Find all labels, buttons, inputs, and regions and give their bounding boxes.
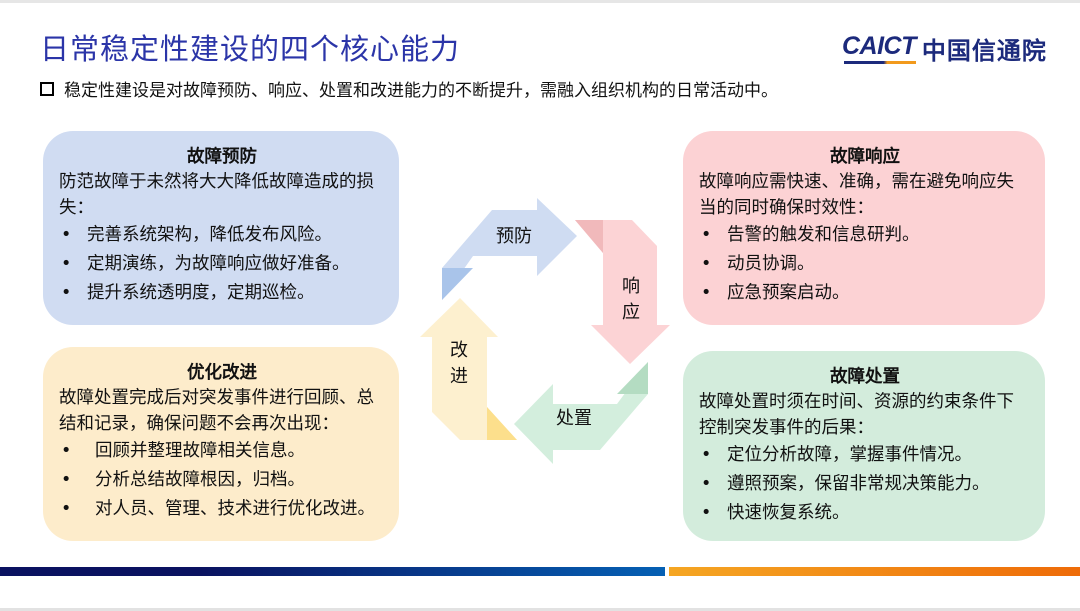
footer-color-bar	[0, 567, 1080, 576]
card-description: 故障处置完成后对突发事件进行回顾、总结和记录，确保问题不会再次出现：	[59, 388, 374, 434]
arrow-label-prevent: 预防	[496, 226, 532, 247]
bullet-list: 回顾并整理故障相关信息。 分析总结故障根因，归档。 对人员、管理、技术进行优化改…	[59, 437, 385, 524]
bullet-item: 提升系统透明度，定期巡检。	[59, 279, 385, 308]
bullet-item: 快速恢复系统。	[699, 499, 1031, 528]
top-border	[0, 0, 1080, 3]
arrow-left-icon	[514, 362, 648, 464]
footer-bar-blue	[0, 567, 665, 576]
card-description: 防范故障于未然将大大降低故障造成的损失：	[59, 172, 374, 218]
bullet-item: 告警的触发和信息研判。	[699, 221, 1031, 250]
bullet-list: 完善系统架构，降低发布风险。 定期演练，为故障响应做好准备。 提升系统透明度，定…	[59, 221, 385, 308]
card-fault-handling: 故障处置 故障处置时须在时间、资源的约束条件下控制突发事件的后果： 定位分析故障…	[683, 351, 1045, 541]
card-fault-response: 故障响应 故障响应需快速、准确，需在避免响应失当的同时确保时效性： 告警的触发和…	[683, 131, 1045, 325]
bullet-item: 完善系统架构，降低发布风险。	[59, 221, 385, 250]
subtitle-row: 稳定性建设是对故障预防、响应、处置和改进能力的不断提升，需融入组织机构的日常活动…	[40, 76, 778, 101]
arrow-label-char: 改	[450, 340, 468, 361]
footer-bar-orange	[669, 567, 1080, 576]
arrow-label-handle: 处置	[556, 408, 592, 429]
bullet-list: 定位分析故障，掌握事件情况。 遵照预案，保留非常规决策能力。 快速恢复系统。	[699, 441, 1031, 528]
card-description: 故障响应需快速、准确，需在避免响应失当的同时确保时效性：	[699, 172, 1014, 218]
bullet-item: 动员协调。	[699, 250, 1031, 279]
arrow-label-char: 进	[450, 366, 468, 387]
card-description: 故障处置时须在时间、资源的约束条件下控制突发事件的后果：	[699, 392, 1014, 438]
bullet-item: 定位分析故障，掌握事件情况。	[699, 441, 1031, 470]
caict-logo: CAICT 中国信通院	[842, 30, 1047, 66]
logo-cn-text: 中国信通院	[921, 36, 1047, 65]
card-title: 故障预防	[187, 147, 257, 167]
page-title: 日常稳定性建设的四个核心能力	[40, 32, 461, 66]
card-title: 故障响应	[830, 147, 900, 167]
arrow-up-icon	[420, 298, 517, 440]
arrow-label-char: 应	[622, 302, 640, 323]
bullet-item: 遵照预案，保留非常规决策能力。	[699, 470, 1031, 499]
arrow-label-improve: 改 进	[444, 338, 474, 390]
bullet-list: 告警的触发和信息研判。 动员协调。 应急预案启动。	[699, 221, 1031, 308]
card-title: 故障处置	[830, 367, 900, 387]
bullet-item: 分析总结故障根因，归档。	[59, 466, 385, 495]
arrow-label-char: 响	[622, 276, 640, 297]
bullet-item: 定期演练，为故障响应做好准备。	[59, 250, 385, 279]
bullet-item: 回顾并整理故障相关信息。	[59, 437, 385, 466]
arrow-right-icon	[442, 198, 577, 300]
subtitle-text: 稳定性建设是对故障预防、响应、处置和改进能力的不断提升，需融入组织机构的日常活动…	[64, 81, 778, 101]
card-fault-prevention: 故障预防 防范故障于未然将大大降低故障造成的损失： 完善系统架构，降低发布风险。…	[43, 131, 399, 325]
card-title: 优化改进	[187, 363, 257, 383]
arrow-down-icon	[575, 220, 670, 364]
arrow-label-respond: 响 应	[616, 274, 646, 326]
card-optimization-improvement: 优化改进 故障处置完成后对突发事件进行回顾、总结和记录，确保问题不会再次出现： …	[43, 347, 399, 541]
logo-en-text: CAICT	[842, 32, 916, 64]
bullet-item: 应急预案启动。	[699, 279, 1031, 308]
cycle-diagram: 预防 响 应 处置 改 进	[410, 190, 680, 470]
bullet-item: 对人员、管理、技术进行优化改进。	[59, 495, 385, 524]
bottom-border	[0, 608, 1080, 611]
cycle-arrows-graphic	[420, 198, 670, 464]
hollow-square-bullet-icon	[40, 81, 54, 96]
